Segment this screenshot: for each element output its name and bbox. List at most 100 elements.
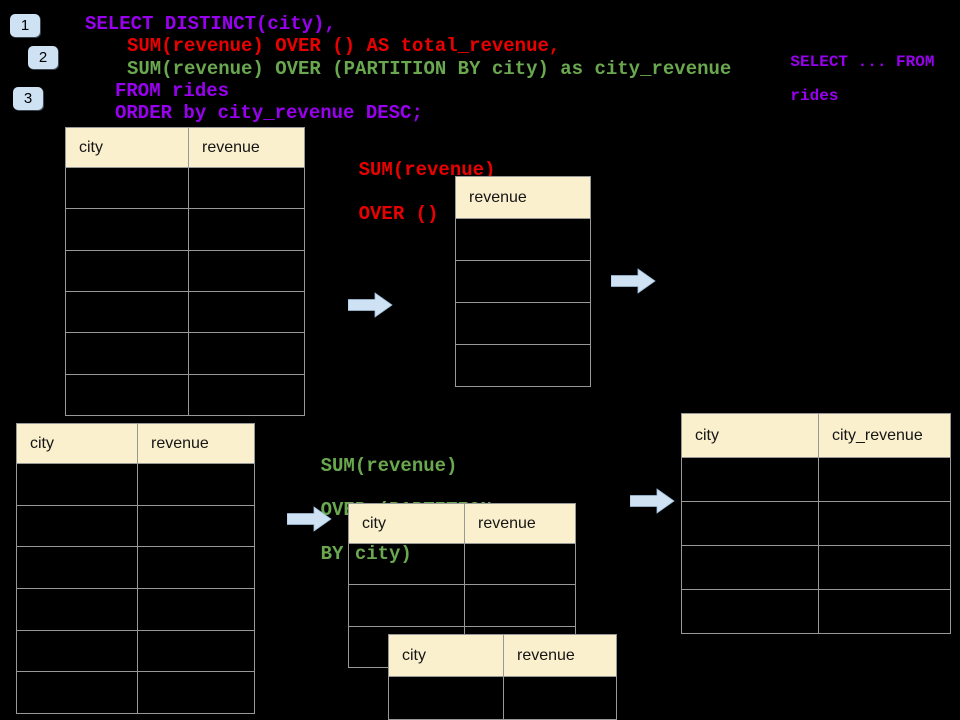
side-note-line2: rides bbox=[790, 87, 839, 105]
table-cell bbox=[464, 585, 575, 626]
table-row bbox=[456, 344, 590, 386]
table-cell bbox=[188, 291, 304, 333]
table-cell bbox=[137, 672, 254, 714]
right-arrow-icon bbox=[348, 292, 393, 318]
table-row bbox=[349, 584, 575, 626]
column-header-revenue: revenue bbox=[503, 635, 616, 676]
table-cell bbox=[464, 544, 575, 585]
column-header-city: city bbox=[30, 434, 54, 452]
table-row bbox=[17, 546, 254, 589]
table-partition-mid: city revenue bbox=[348, 503, 576, 668]
side-note: SELECT ... FROM rides bbox=[752, 37, 934, 122]
table-row bbox=[349, 544, 575, 585]
table-cell bbox=[17, 589, 137, 630]
table-cell bbox=[818, 590, 950, 633]
table-source-top: city revenue bbox=[65, 127, 305, 416]
table-cell bbox=[456, 219, 590, 260]
table-result-right: city city_revenue bbox=[681, 413, 951, 634]
table-revenue-only: revenue bbox=[455, 176, 591, 387]
table-body bbox=[682, 458, 950, 633]
table-row bbox=[17, 671, 254, 714]
step-badge-3: 3 bbox=[13, 87, 43, 110]
table-cell bbox=[682, 546, 818, 589]
table-cell bbox=[17, 506, 137, 547]
column-header-city: city bbox=[362, 514, 386, 532]
table-row bbox=[456, 260, 590, 302]
table-body bbox=[66, 168, 304, 415]
right-arrow-icon bbox=[287, 506, 332, 532]
annotation-partition-line3: BY city) bbox=[320, 543, 412, 565]
table-row bbox=[682, 501, 950, 545]
table-row bbox=[17, 588, 254, 630]
annotation-total-revenue: SUM(revenue) OVER () bbox=[313, 137, 496, 247]
column-header-city: city bbox=[79, 138, 103, 156]
table-cell bbox=[503, 677, 616, 719]
table-body bbox=[456, 219, 590, 386]
table-cell bbox=[188, 374, 304, 415]
table-header-row: city revenue bbox=[349, 504, 575, 544]
table-header-row: city revenue bbox=[66, 128, 304, 168]
right-arrow-icon bbox=[611, 268, 656, 294]
table-header-row: city city_revenue bbox=[682, 414, 950, 458]
column-header-revenue: revenue bbox=[464, 504, 575, 543]
table-row bbox=[456, 219, 590, 260]
table-partition-overlay: city revenue bbox=[388, 634, 617, 720]
column-header-city: city bbox=[695, 426, 719, 444]
table-cell bbox=[818, 546, 950, 589]
step-badge-2: 2 bbox=[28, 46, 58, 69]
side-note-line1: SELECT ... FROM bbox=[790, 53, 935, 71]
annotation-total-line2: OVER () bbox=[358, 203, 439, 225]
table-cell bbox=[137, 505, 254, 547]
table-cell bbox=[389, 677, 503, 719]
table-cell bbox=[137, 589, 254, 630]
table-body bbox=[17, 464, 254, 714]
table-cell bbox=[66, 333, 188, 373]
table-cell bbox=[682, 590, 818, 633]
annotation-total-line1: SUM(revenue) bbox=[358, 159, 496, 181]
table-cell bbox=[17, 631, 137, 672]
table-cell bbox=[188, 209, 304, 250]
table-cell bbox=[17, 672, 137, 713]
column-header-city-revenue: city_revenue bbox=[818, 414, 950, 457]
column-header-revenue: revenue bbox=[188, 128, 304, 167]
table-cell bbox=[66, 209, 188, 249]
table-header-row: revenue bbox=[456, 177, 590, 219]
table-cell bbox=[66, 168, 188, 208]
table-cell bbox=[66, 292, 188, 332]
table-cell bbox=[17, 464, 137, 505]
sql-line-from: FROM rides bbox=[115, 80, 230, 102]
sql-line-partition: SUM(revenue) OVER (PARTITION BY city) as… bbox=[127, 58, 732, 80]
table-row bbox=[66, 332, 304, 374]
table-source-bottom: city revenue bbox=[16, 423, 255, 714]
table-cell bbox=[818, 502, 950, 545]
column-header-city: city bbox=[402, 646, 426, 664]
table-row bbox=[17, 464, 254, 505]
sql-line-total: SUM(revenue) OVER () AS total_revenue, bbox=[127, 35, 561, 57]
table-cell bbox=[682, 502, 818, 545]
table-cell bbox=[818, 458, 950, 501]
table-row bbox=[682, 458, 950, 501]
sql-line-select: SELECT DISTINCT(city), bbox=[85, 13, 336, 35]
table-row bbox=[66, 168, 304, 209]
table-cell bbox=[188, 333, 304, 374]
table-cell bbox=[456, 345, 590, 386]
table-header-row: city revenue bbox=[17, 424, 254, 464]
table-cell bbox=[137, 547, 254, 589]
table-cell bbox=[137, 630, 254, 672]
table-cell bbox=[456, 303, 590, 344]
table-cell bbox=[188, 168, 304, 209]
table-row bbox=[17, 629, 254, 672]
table-row bbox=[682, 545, 950, 589]
step-badge-1: 1 bbox=[10, 14, 40, 37]
table-cell bbox=[188, 250, 304, 291]
table-row bbox=[389, 677, 616, 719]
column-header-revenue: revenue bbox=[137, 424, 254, 463]
sql-line-order: ORDER by city_revenue DESC; bbox=[115, 102, 423, 124]
table-cell bbox=[66, 251, 188, 291]
annotation-partition-line1: SUM(revenue) bbox=[320, 455, 458, 477]
table-cell bbox=[17, 547, 137, 588]
table-row bbox=[66, 208, 304, 250]
table-row bbox=[66, 290, 304, 333]
table-row bbox=[17, 504, 254, 547]
right-arrow-icon bbox=[630, 488, 675, 514]
